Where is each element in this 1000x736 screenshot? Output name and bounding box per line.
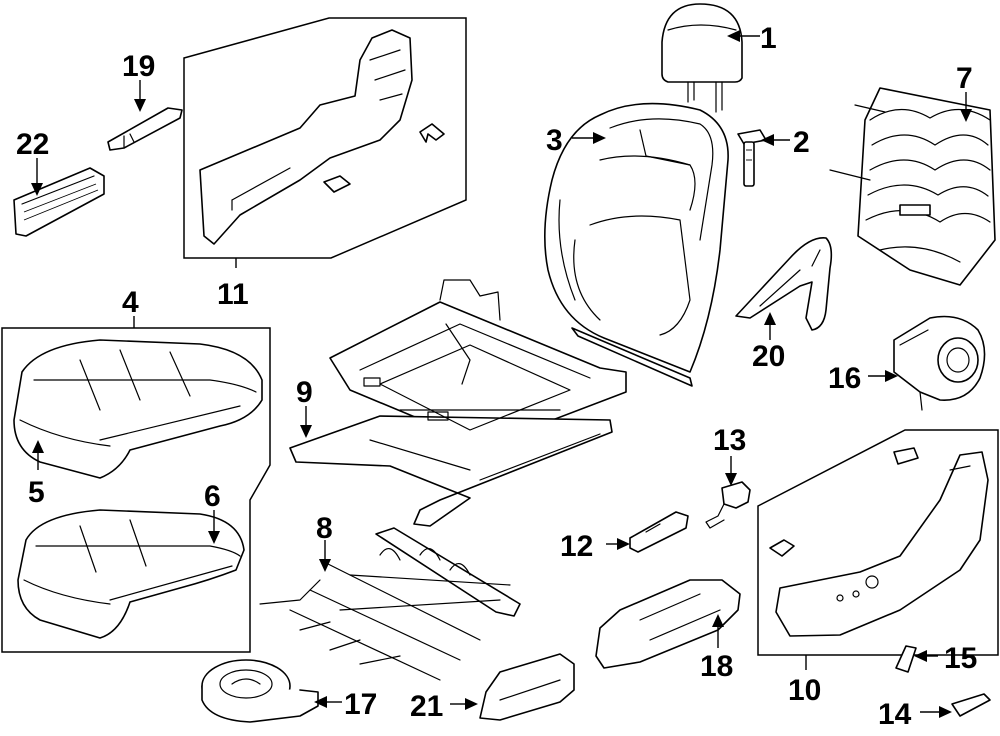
part-lower-cover — [479, 653, 575, 721]
part-lumbar-motor — [201, 659, 319, 723]
leader-lines — [31, 30, 972, 718]
callout-17: 17 — [344, 688, 377, 721]
callout-21: 21 — [410, 690, 443, 723]
part-headrest-guide — [737, 129, 767, 187]
callout-4: 4 — [122, 286, 139, 319]
callout-5: 5 — [28, 476, 45, 509]
part-trim-panel — [13, 167, 105, 237]
part-seat-back — [544, 102, 729, 387]
callout-11: 11 — [217, 278, 249, 311]
part-motor — [893, 315, 986, 411]
callout-13: 13 — [713, 424, 746, 457]
callout-3: 3 — [546, 124, 563, 157]
part-knob-15 — [895, 645, 917, 673]
callout-9: 9 — [296, 376, 313, 409]
group-box-10 — [757, 429, 999, 656]
group-box-11 — [183, 17, 467, 259]
part-switch-12 — [629, 511, 689, 553]
callout-14: 14 — [878, 698, 912, 731]
callout-6: 6 — [204, 480, 221, 513]
part-cushion-pad — [17, 509, 245, 639]
callout-20: 20 — [752, 340, 785, 373]
callout-1: 1 — [760, 22, 777, 55]
callout-15: 15 — [944, 642, 977, 675]
part-side-cover — [769, 447, 989, 637]
callout-7: 7 — [956, 62, 973, 95]
callout-22: 22 — [16, 128, 49, 161]
callout-18: 18 — [700, 650, 733, 683]
part-knob-14 — [951, 693, 991, 717]
part-side-shield — [199, 29, 445, 245]
part-recliner-cover — [735, 237, 833, 331]
part-sensor — [705, 481, 751, 529]
part-outer-shield — [595, 579, 741, 669]
callout-2: 2 — [793, 126, 810, 159]
group-box-4 — [1, 327, 271, 653]
callout-16: 16 — [828, 362, 861, 395]
callout-19: 19 — [122, 50, 155, 83]
callout-10: 10 — [788, 674, 821, 707]
part-seat-back-frame — [829, 87, 996, 286]
part-seat-track — [289, 279, 627, 527]
callout-8: 8 — [316, 512, 333, 545]
part-headrest — [661, 3, 743, 113]
part-wiring-harness — [259, 527, 521, 681]
callout-labels: 1 2 3 4 5 6 7 8 9 10 11 12 13 14 15 16 1… — [16, 22, 977, 731]
callout-12: 12 — [560, 530, 593, 563]
part-clip — [107, 107, 183, 151]
part-seat-cushion — [13, 339, 263, 479]
